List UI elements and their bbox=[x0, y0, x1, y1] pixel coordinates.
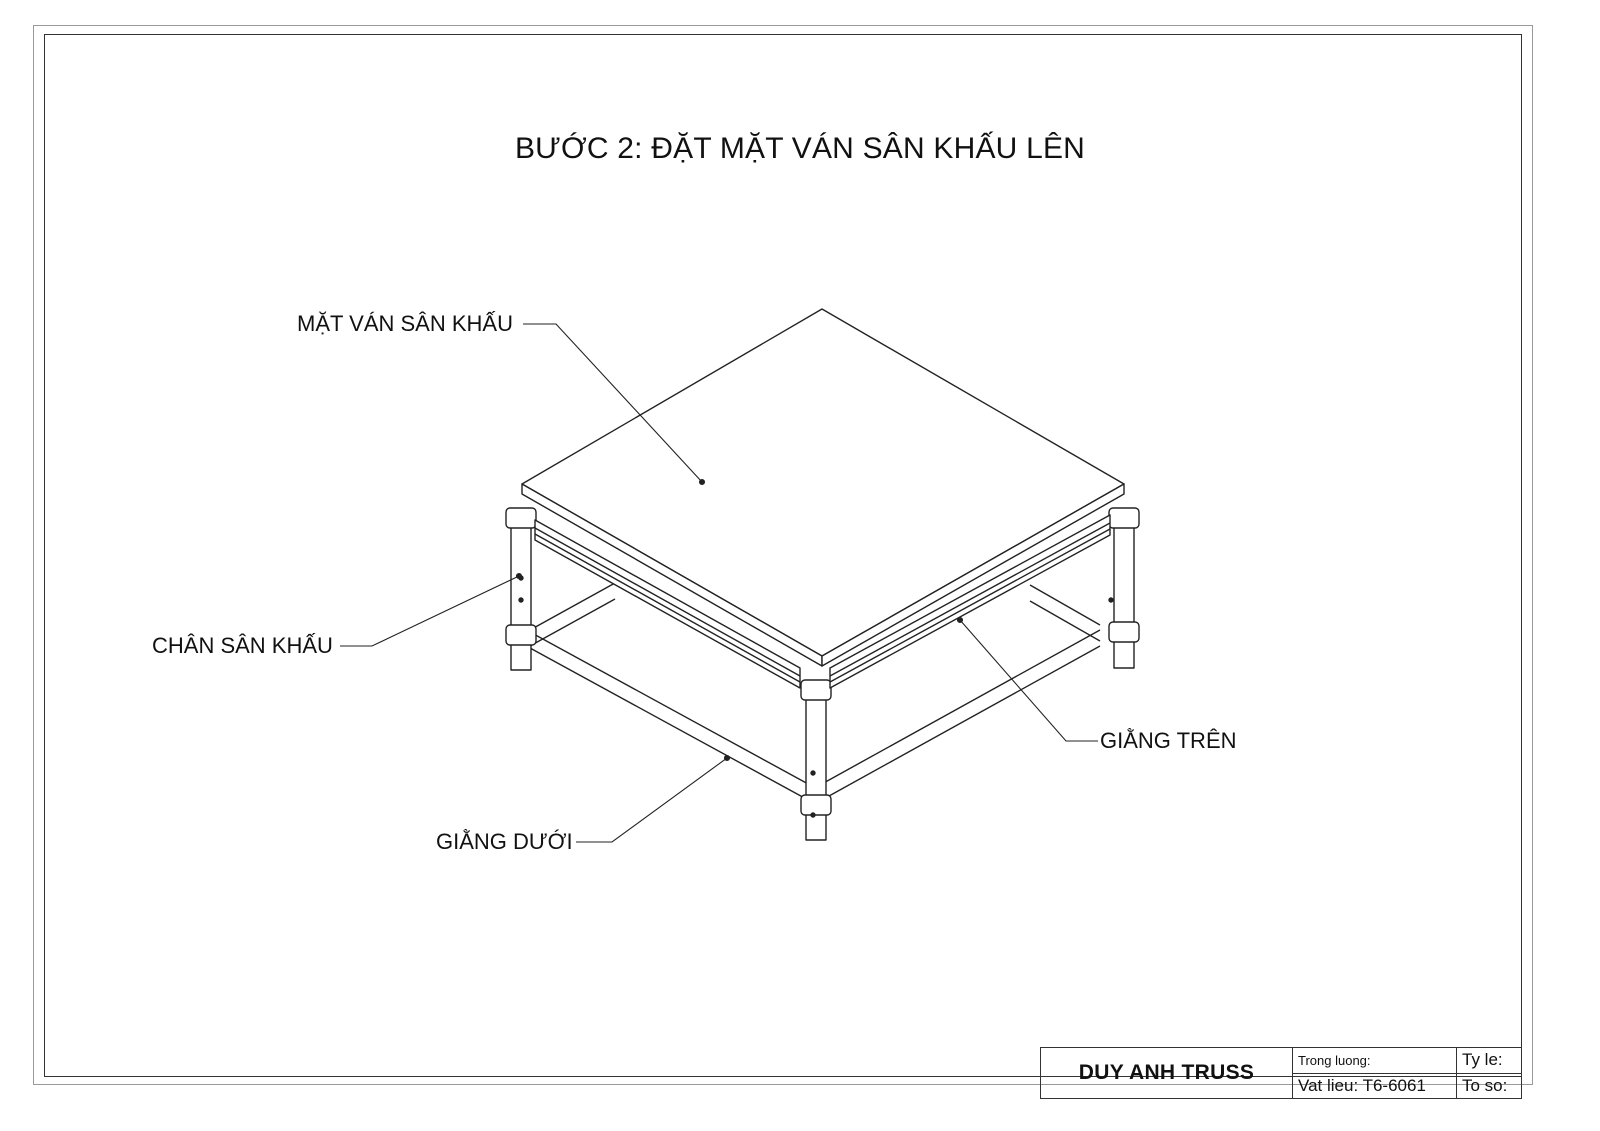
stage-deck bbox=[521, 308, 1125, 667]
leader-giang-duoi bbox=[576, 757, 728, 843]
leader-mat-van bbox=[523, 323, 703, 483]
leader-giang-tren bbox=[959, 619, 1098, 742]
title-block-middle: Trong luong: Vat lieu: T6-6061 bbox=[1293, 1048, 1457, 1098]
lower-brace-back bbox=[529, 582, 1101, 647]
company-name: DUY ANH TRUSS bbox=[1041, 1048, 1293, 1098]
stage-leg-right bbox=[1108, 507, 1140, 669]
weight-field: Trong luong: bbox=[1298, 1052, 1371, 1068]
label-mat-van-san-khau: MẶT VÁN SÂN KHẤU bbox=[297, 311, 513, 336]
sheet-outer-border bbox=[33, 25, 1533, 1085]
label-giang-tren: GIẰNG TRÊN bbox=[1100, 728, 1237, 753]
drawing-title: BƯỚC 2: ĐẶT MẶT VÁN SÂN KHẤU LÊN bbox=[514, 132, 1086, 165]
scale-field: Ty le: bbox=[1462, 1050, 1503, 1070]
lower-brace-left bbox=[529, 631, 811, 802]
sheet-inner-border bbox=[44, 34, 1522, 1077]
stage-leg-front bbox=[800, 679, 832, 841]
title-block-right: Ty le: To so: bbox=[1457, 1048, 1521, 1098]
label-giang-duoi: GIẰNG DƯỚI bbox=[436, 829, 573, 854]
sheet-number-field: To so: bbox=[1457, 1072, 1521, 1099]
label-chan-san-khau: CHÂN SÂN KHẤU bbox=[152, 633, 333, 658]
leader-chan bbox=[340, 575, 520, 647]
stage-leg-left bbox=[505, 507, 537, 671]
lower-brace-right bbox=[819, 629, 1101, 802]
title-block: DUY ANH TRUSS Trong luong: Vat lieu: T6-… bbox=[1040, 1047, 1522, 1099]
upper-brace-left bbox=[534, 519, 801, 689]
material-field: Vat lieu: T6-6061 bbox=[1293, 1072, 1456, 1099]
upper-brace-right bbox=[829, 514, 1111, 689]
